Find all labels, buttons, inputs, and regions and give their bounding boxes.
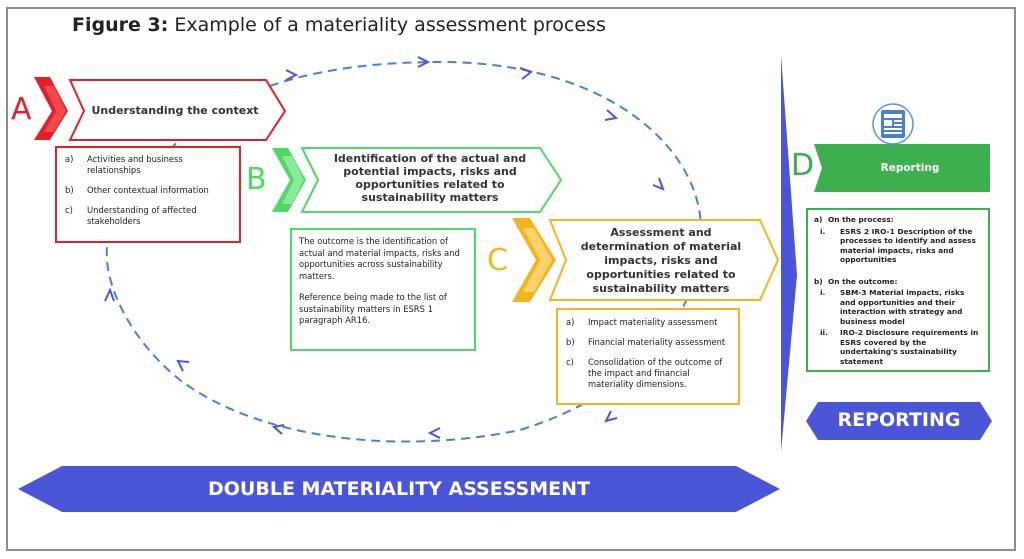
figure-frame (6, 7, 1016, 551)
step-a-chevron (34, 77, 68, 140)
reporting-banner-shape (806, 402, 992, 440)
list-item: c)Consolidation of the outcome of the im… (566, 357, 723, 389)
step-b-outcome-text: The outcome is the identification of act… (299, 236, 460, 281)
figure-title: Figure 3: Example of a materiality asses… (72, 14, 606, 36)
list-item: i.SBM-3 Material impacts, risks and oppo… (820, 288, 965, 326)
step-a-list: a)Activities and business relationships … (55, 146, 241, 243)
list-item: i.ESRS 2 IRO-1 Description of the proces… (820, 226, 976, 265)
step-c-letter: C (487, 243, 508, 278)
step-c-header-shape (548, 219, 780, 301)
step-c-title: Assessment and determination of material… (580, 226, 742, 295)
double-materiality-banner-label: DOUBLE MATERIALITY ASSESSMENT (208, 478, 590, 500)
double-materiality-banner-shape (18, 466, 780, 512)
step-b-header-shape (300, 147, 563, 213)
list-item: b)Other contextual information (65, 185, 209, 195)
list-item: b)Financial materiality assessment (566, 337, 726, 347)
step-d-letter: D (791, 148, 815, 183)
step-d-details: a)On the process: i.ESRS 2 IRO-1 Descrip… (806, 208, 990, 372)
list-item: a)Impact materiality assessment (566, 317, 718, 327)
step-d-title: Reporting (880, 162, 940, 174)
list-item: ii.IRO-2 Disclosure requirements in ESRS… (820, 328, 979, 366)
step-b-outcome-box: The outcome is the identification of act… (290, 228, 476, 351)
list-item: c)Understanding of affected stakeholders (65, 205, 197, 226)
step-a-title: Understanding the context (91, 104, 259, 117)
reporting-banner-label: REPORTING (837, 409, 961, 431)
reporting-divider (781, 55, 797, 452)
report-document-icon (872, 103, 914, 145)
cycle-dashed-loop (105, 60, 702, 443)
step-d-header-shape (814, 144, 990, 192)
process-heading: a)On the process: (814, 215, 894, 224)
step-a-header-shape (68, 79, 287, 141)
step-b-letter: B (246, 162, 267, 197)
step-b-reference-text: Reference being made to the list of sust… (299, 292, 447, 325)
step-b-title: Identification of the actual and potenti… (333, 152, 527, 204)
cycle-arrowheads (104, 56, 665, 439)
step-c-list: a)Impact materiality assessment b)Financ… (556, 308, 740, 405)
outcome-heading: b)On the outcome: (814, 276, 898, 286)
list-item: a)Activities and business relationships (65, 154, 183, 175)
step-a-letter: A (11, 92, 32, 127)
